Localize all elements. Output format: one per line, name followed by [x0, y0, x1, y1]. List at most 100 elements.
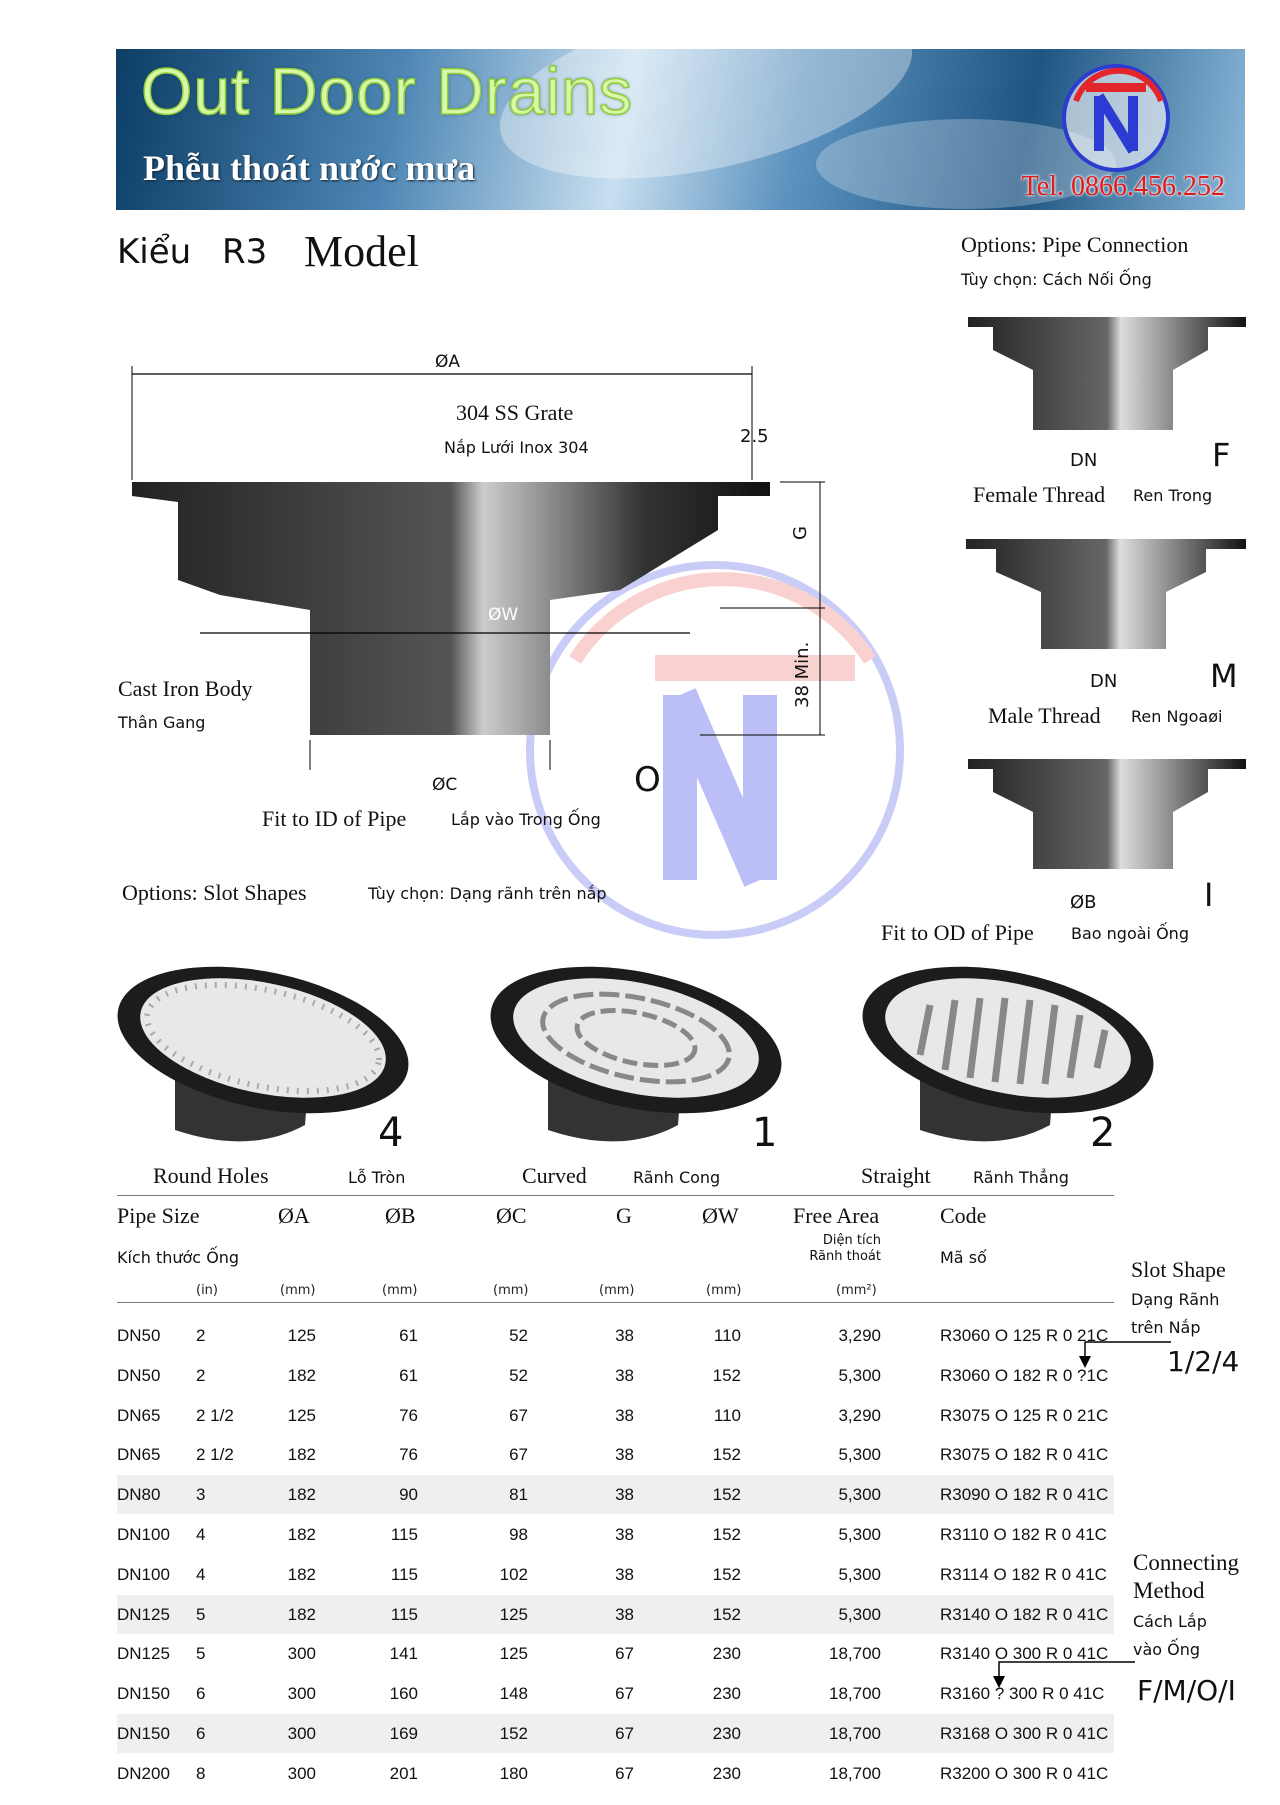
cell-dim-b: 76: [399, 1405, 418, 1425]
round-holes-grate-image: [117, 966, 409, 1142]
cell-dim-b: 90: [399, 1485, 418, 1505]
header-w: ØW: [702, 1203, 739, 1228]
male-dim: DN: [1090, 671, 1118, 692]
cell-dim-g: 67: [615, 1644, 634, 1664]
cell-dim-a: 182: [287, 1525, 316, 1544]
od-dim: ØB: [1070, 892, 1097, 913]
cell-dim-w: 152: [712, 1564, 741, 1584]
cell-dim-g: 38: [615, 1405, 634, 1425]
header-pipe-size-vi: Kích thước Ống: [117, 1248, 240, 1267]
conn-values: F/M/O/I: [1137, 1674, 1236, 1707]
cell-pipe-dn: DN125: [117, 1604, 170, 1624]
header-code-vi: Mã số: [940, 1248, 987, 1267]
header-a: ØA: [278, 1203, 310, 1228]
fit-code: O: [634, 760, 661, 800]
od-label-en: Fit to OD of Pipe: [881, 920, 1034, 945]
cell-code: R3168 O 300 R 0 41C: [940, 1724, 1109, 1743]
male-code: M: [1210, 657, 1238, 695]
straight-label-en: Straight: [861, 1163, 931, 1188]
header-code: Code: [940, 1203, 987, 1228]
model-code: R3: [222, 232, 268, 272]
conn-arrow-icon: [993, 1661, 1135, 1688]
cell-dim-b: 61: [399, 1326, 418, 1345]
cell-code: R3110 O 182 R 0 41C: [940, 1525, 1107, 1544]
cell-dim-c: 52: [509, 1326, 528, 1345]
pipe-options-title-vi: Tùy chọn: Cách Nối Ống: [961, 270, 1152, 289]
cell-pipe-in: 6: [196, 1724, 206, 1743]
banner: Out Door Drains Phễu thoát nước mưa Tel.…: [116, 49, 1245, 210]
cell-dim-w: 152: [712, 1365, 741, 1385]
dim-w-label: ØW: [488, 605, 519, 625]
cell-pipe-in: 4: [196, 1525, 206, 1544]
od-label-vi: Bao ngoài Ống: [1071, 924, 1189, 943]
male-thread-image: [966, 539, 1246, 649]
conn-note-vi2: vào Ống: [1133, 1640, 1201, 1659]
banner-subtitle: Phễu thoát nước mưa: [143, 148, 476, 188]
cell-dim-b: 141: [389, 1644, 418, 1664]
cell-free-area: 18,700: [829, 1763, 881, 1783]
cell-dim-c: 67: [509, 1445, 528, 1465]
cell-dim-a: 125: [287, 1405, 316, 1425]
conn-note-en2: Method: [1133, 1578, 1205, 1603]
cell-dim-a: 300: [287, 1724, 316, 1743]
cell-dim-b: 61: [399, 1365, 418, 1385]
cell-dim-c: 52: [509, 1365, 528, 1385]
straight-label-vi: Rãnh Thẳng: [973, 1168, 1069, 1187]
curved-grate-image: [490, 966, 782, 1142]
unit-in: (in): [196, 1283, 218, 1298]
cell-free-area: 5,300: [838, 1525, 881, 1544]
od-code: I: [1204, 876, 1214, 914]
dim-min-label: 38 Min.: [792, 641, 813, 708]
cell-free-area: 18,700: [829, 1644, 881, 1664]
straight-code: 2: [1090, 1110, 1116, 1156]
cell-free-area: 5,300: [838, 1485, 881, 1505]
cell-dim-c: 152: [499, 1724, 528, 1743]
cell-pipe-in: 2 1/2: [196, 1445, 234, 1465]
cell-dim-c: 102: [499, 1564, 528, 1584]
cell-free-area: 3,290: [838, 1405, 881, 1425]
banner-title: Out Door Drains: [140, 53, 633, 129]
female-code: F: [1212, 436, 1231, 474]
slot-arrow-icon: [1079, 1341, 1171, 1368]
fit-label-vi: Lắp vào Trong Ống: [451, 810, 601, 829]
header-free-area-vi: Diện tích Rãnh thoát: [809, 1233, 881, 1264]
cell-dim-w: 152: [712, 1485, 741, 1505]
kieu-label: Kiểu: [117, 232, 192, 272]
unit-g: (mm): [599, 1283, 635, 1298]
round-holes-code: 4: [378, 1110, 404, 1156]
cell-dim-c: 98: [509, 1525, 528, 1544]
cell-code: R3200 O 300 R 0 41C: [940, 1763, 1109, 1783]
cell-dim-c: 125: [499, 1604, 528, 1624]
cell-dim-g: 38: [615, 1485, 634, 1505]
cell-dim-w: 152: [712, 1604, 741, 1624]
cell-free-area: 5,300: [838, 1604, 881, 1624]
cell-dim-b: 115: [390, 1564, 418, 1584]
cell-pipe-dn: DN80: [117, 1485, 161, 1505]
cell-code: R3075 O 125 R 0 21C: [940, 1405, 1109, 1425]
cell-pipe-in: 2 1/2: [196, 1405, 234, 1425]
cell-dim-b: 160: [389, 1684, 418, 1704]
cell-pipe-dn: DN100: [117, 1564, 170, 1584]
cell-code: R3075 O 182 R 0 41C: [940, 1445, 1109, 1465]
cell-pipe-in: 2: [196, 1326, 206, 1345]
grate-label-vi: Nắp Lưới Inox 304: [444, 438, 589, 457]
unit-free-area: (mm²): [836, 1283, 877, 1298]
cell-dim-g: 38: [615, 1604, 634, 1624]
cell-pipe-in: 4: [196, 1564, 206, 1584]
table-top-rule: [117, 1195, 1114, 1196]
cell-dim-c: 67: [509, 1405, 528, 1425]
cell-dim-w: 110: [713, 1326, 741, 1345]
female-label-en: Female Thread: [973, 482, 1106, 507]
cell-free-area: 5,300: [838, 1445, 881, 1465]
cell-code: R3140 O 182 R 0 41C: [940, 1604, 1109, 1624]
slot-options-title-en: Options: Slot Shapes: [122, 880, 307, 905]
cell-dim-c: 125: [499, 1644, 528, 1664]
fit-label-en: Fit to ID of Pipe: [262, 806, 407, 831]
cell-pipe-dn: DN150: [117, 1724, 170, 1743]
